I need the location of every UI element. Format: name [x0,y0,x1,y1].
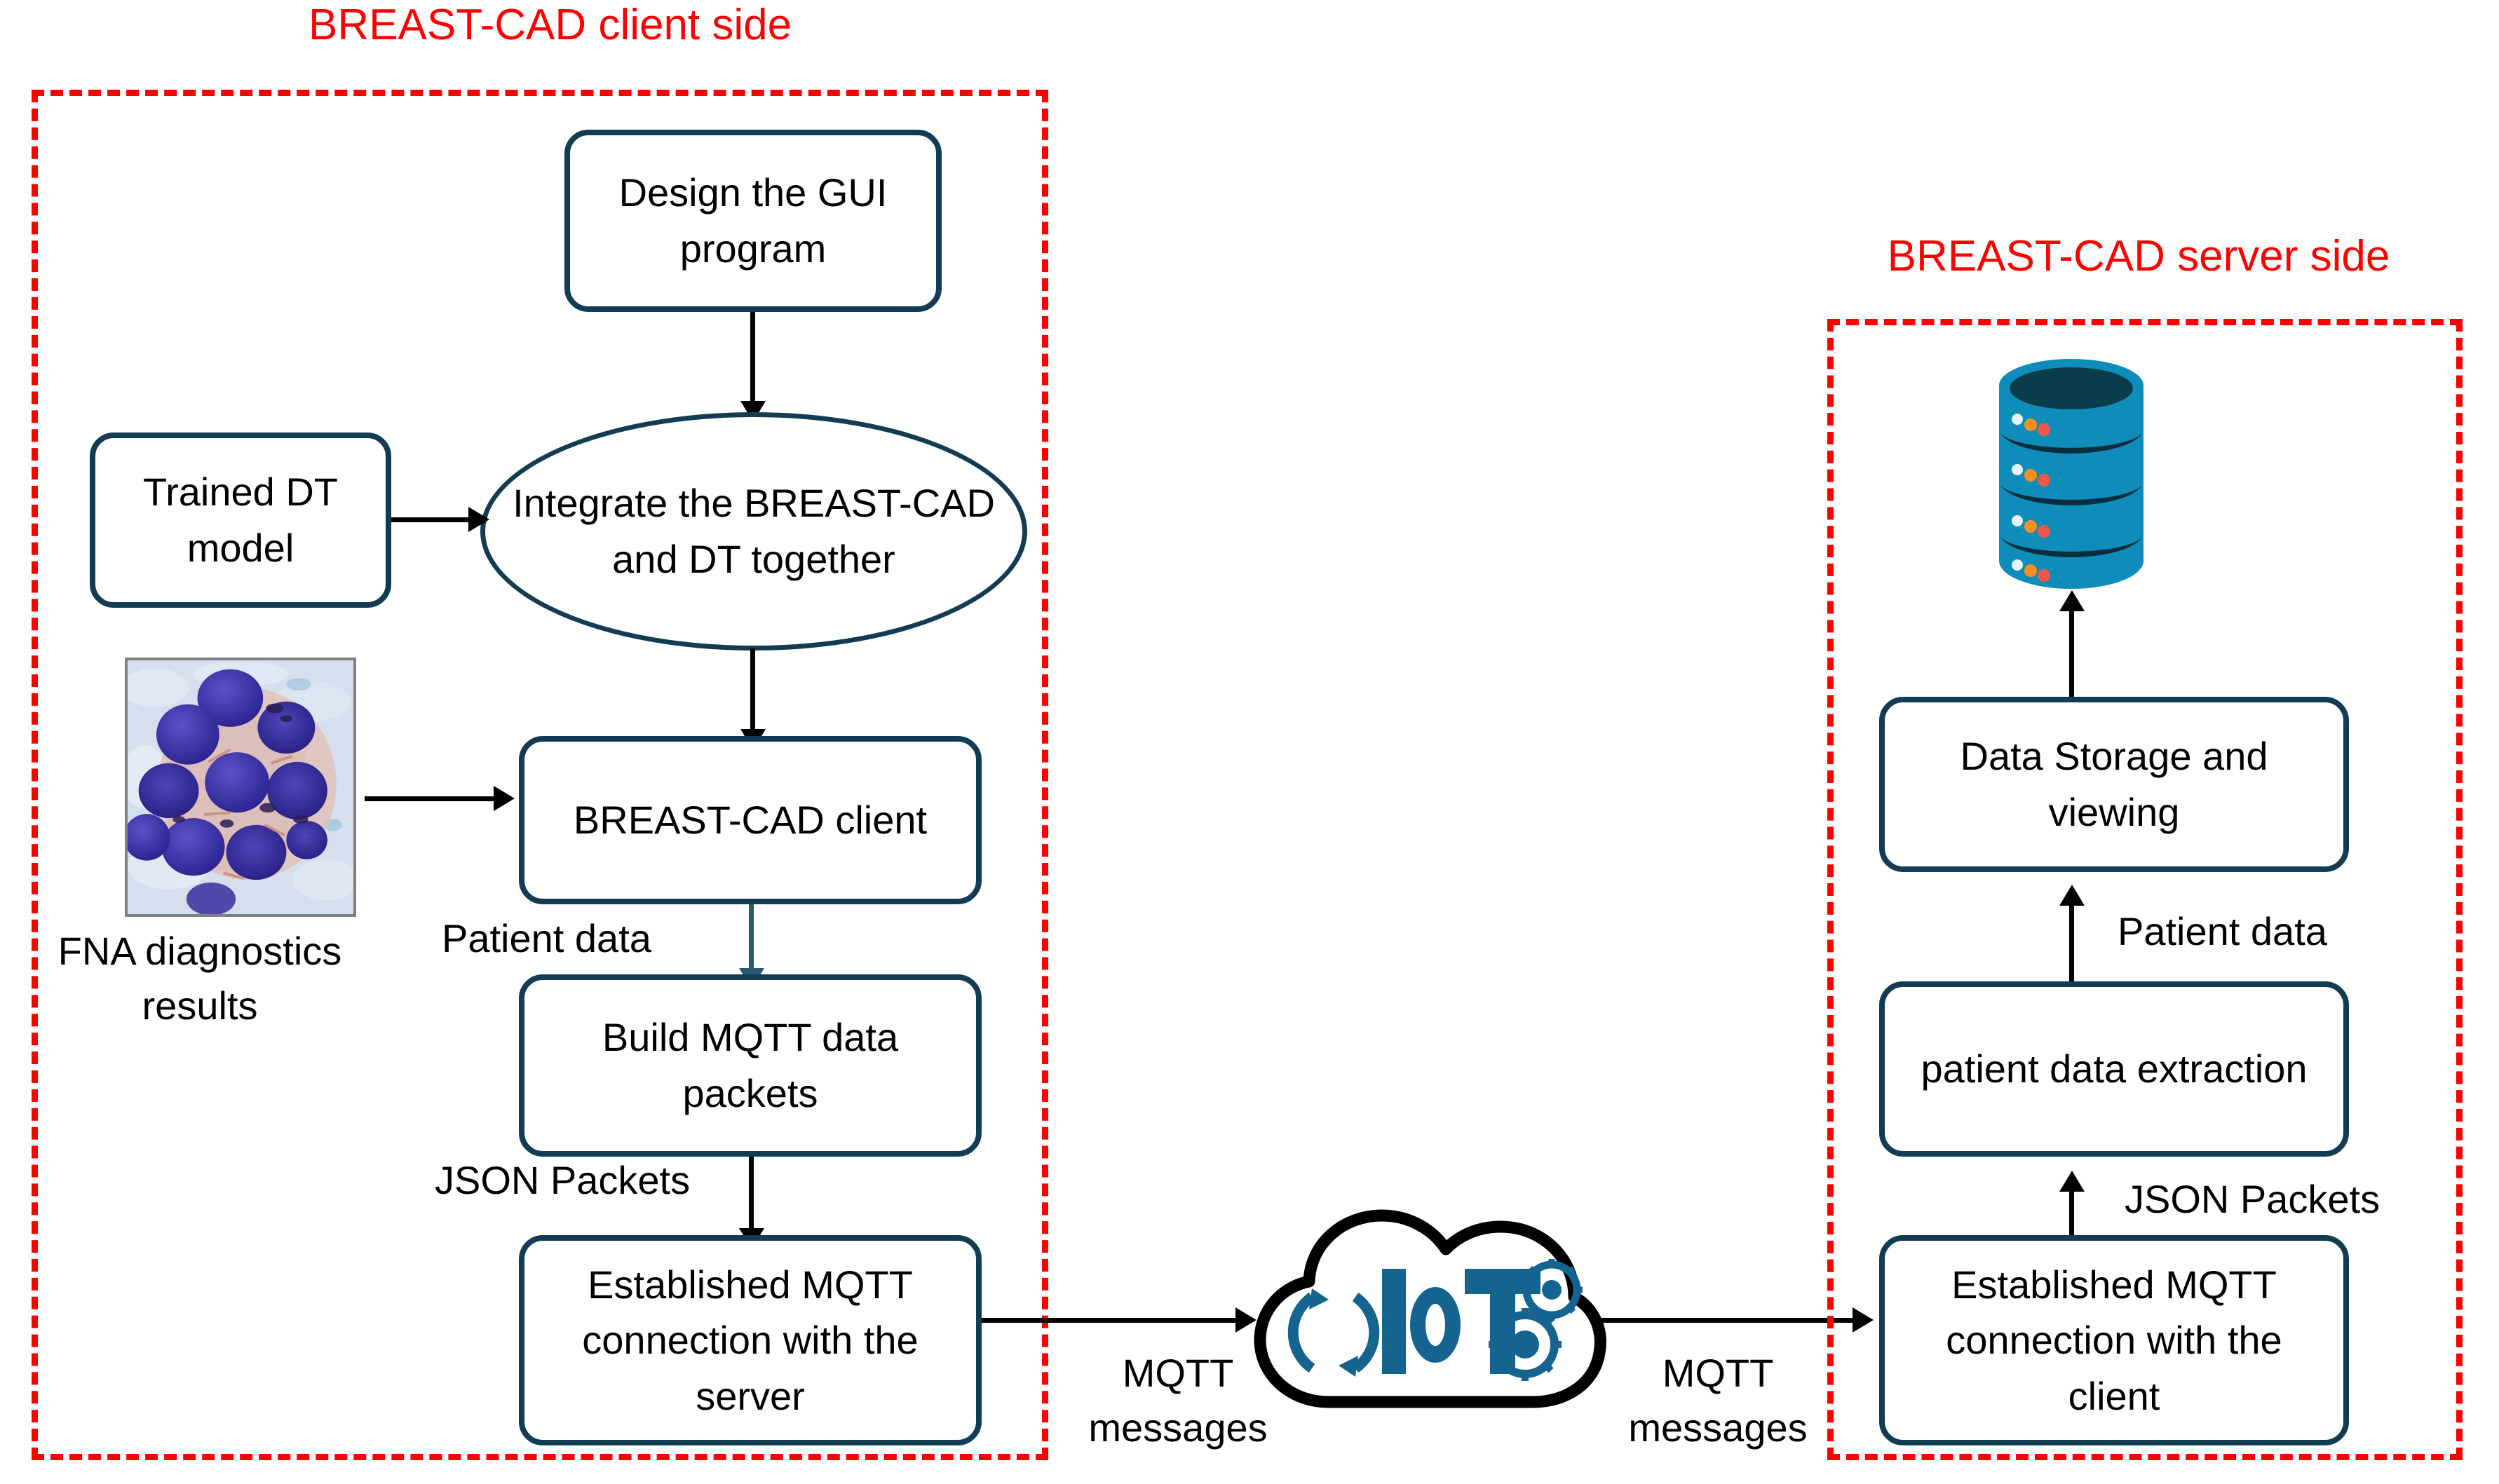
sync-arrow-head-bottom [1339,1356,1358,1377]
db-led-row-4 [2012,559,2050,582]
database-svg [1999,359,2144,589]
label-mqtt-messages-left: MQTT messages [1088,1351,1268,1450]
connector-mqtt-to-extraction [2069,1192,2074,1262]
label-patient-data-server: Patient data [2118,909,2327,953]
arrowhead-mqtt-to-extraction [2059,1171,2085,1192]
arrowhead-cloud-to-server [1853,1307,1874,1333]
label-json-packets-server: JSON Packets [2125,1177,2381,1221]
iot-cloud-icon [1245,1185,1616,1451]
connector-design-to-integrate [750,312,755,407]
sync-arrows-icon [1287,1292,1380,1373]
node-patient-data-extraction[interactable]: patient data extraction [1879,981,2349,1157]
connector-integrate-to-client [750,648,755,736]
label-json-packets-client: JSON Packets [435,1158,691,1202]
label-mqtt-messages-right: MQTT messages [1628,1351,1808,1450]
node-trained-dt-model[interactable]: Trained DT model [90,433,391,608]
connector-cloud-to-server [1599,1318,1858,1323]
database-cylinder-icon [1993,358,2149,589]
iot-cloud-svg [1254,1209,1606,1408]
fna-micrograph-image [125,658,356,917]
iot-wordmark [1382,1269,1540,1374]
fna-micrograph-svg [128,660,353,914]
arrowhead-fna-to-client [494,786,515,811]
db-led-row-2 [2012,464,2050,486]
arrowhead-client-to-cloud [1235,1307,1257,1333]
connector-storage-to-database [2069,611,2074,697]
connector-client-to-cloud [982,1318,1241,1323]
node-data-storage-viewing[interactable]: Data Storage and viewing [1879,697,2349,872]
node-breast-cad-client[interactable]: BREAST-CAD client [519,736,982,904]
node-established-mqtt-server[interactable]: Established MQTT connection with the ser… [519,1235,982,1445]
gears-icon [1489,1259,1583,1381]
node-build-mqtt-packets[interactable]: Build MQTT data packets [519,974,982,1157]
sync-arrow-head-top [1309,1288,1329,1309]
node-established-mqtt-client[interactable]: Established MQTT connection with the cli… [1879,1235,2349,1445]
server-region-box [1827,319,2463,1460]
server-region-title: BREAST-CAD server side [1887,232,2390,280]
db-led-row-1 [2012,414,2050,436]
label-patient-data-client: Patient data [442,916,651,960]
connector-build-to-established [749,1157,754,1234]
connector-fna-to-client [365,796,499,801]
node-design-gui[interactable]: Design the GUI program [564,130,942,312]
client-region-box [32,90,1048,1460]
arrowhead-storage-to-database [2059,590,2085,611]
arrowhead-extraction-to-storage [2059,885,2085,906]
connector-dt-to-integrate [391,517,474,522]
connector-client-to-build [749,904,754,974]
connector-extraction-to-storage [2069,906,2074,981]
client-region-title: BREAST-CAD client side [309,1,792,49]
db-led-row-3 [2012,515,2050,538]
fna-caption: FNA diagnostics results [57,929,342,1028]
node-integrate-breastcad-dt[interactable]: Integrate the BREAST-CAD and DT together [480,412,1027,651]
arrowhead-dt-to-integrate [468,507,489,532]
